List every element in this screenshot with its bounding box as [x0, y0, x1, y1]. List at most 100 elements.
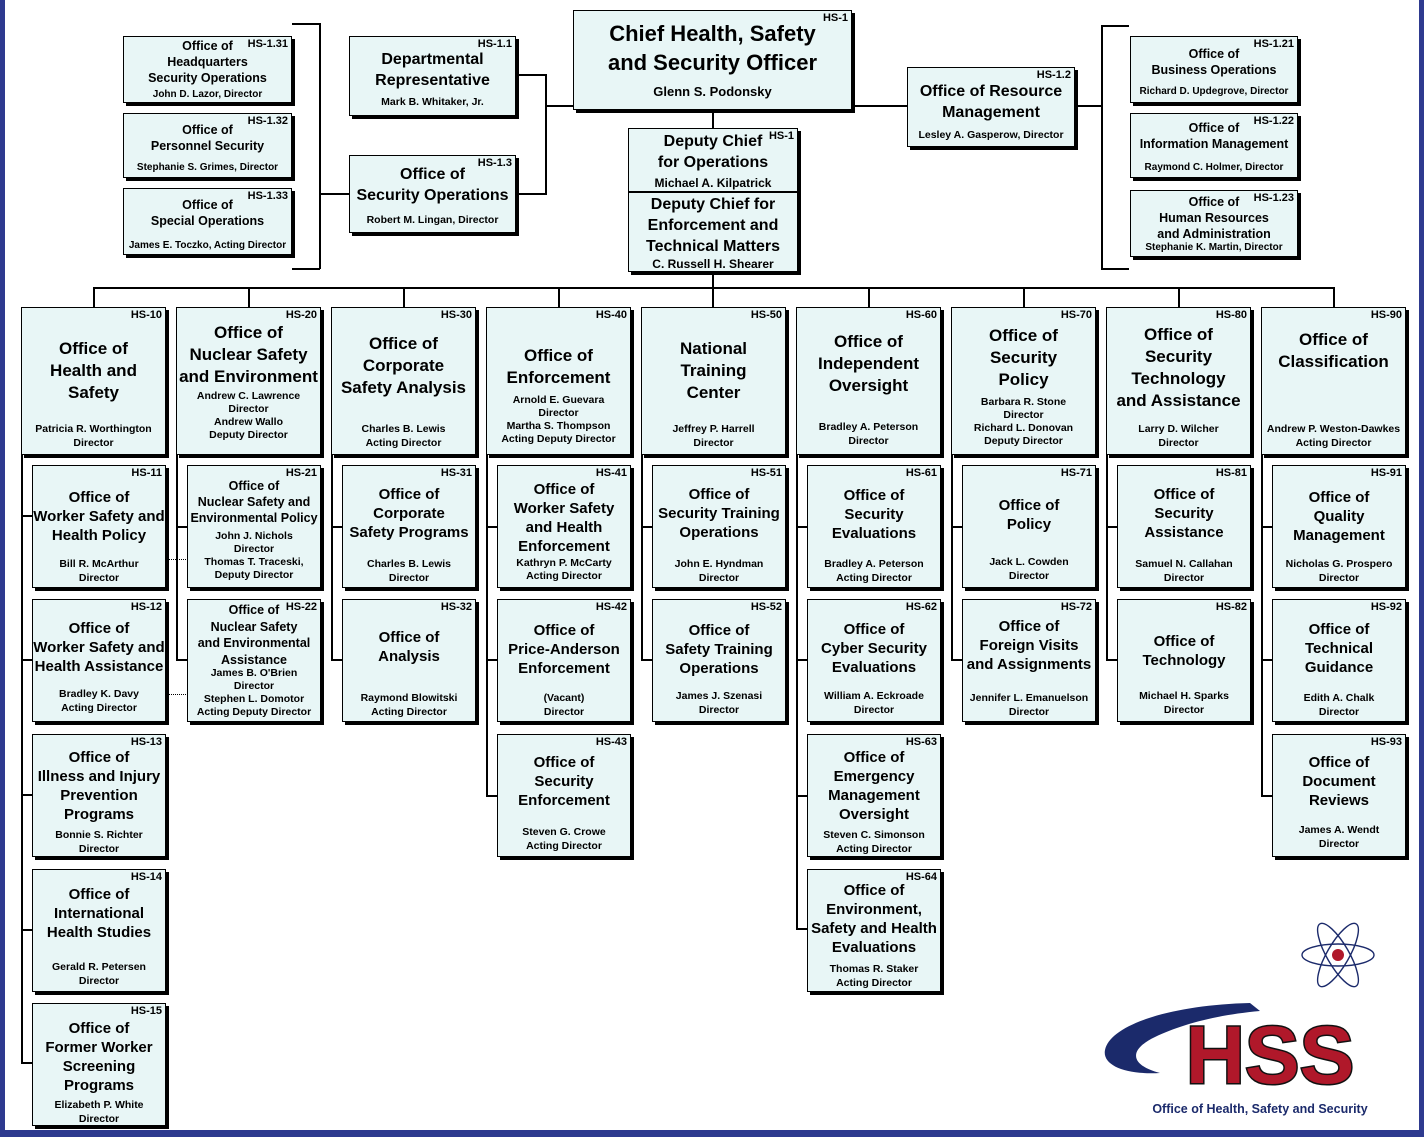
org-code: HS-1: [822, 12, 848, 24]
box-title: Office of Corporate Safety Programs: [349, 486, 469, 541]
box-title: Office of Technical Guidance: [1304, 621, 1374, 676]
hs-1-31-box: HS-1.31 Office of Headquarters Security …: [123, 36, 292, 103]
box-person: Kathryn P. McCarty Acting Director: [516, 557, 612, 582]
deputy-enf-title: Deputy Chief for Enforcement and Technic…: [646, 196, 780, 255]
box-person: Jeffrey P. Harrell Director: [672, 423, 755, 449]
org-code: HS-15: [130, 1005, 162, 1017]
deputy-ops-title: Deputy Chief for Operations: [657, 133, 769, 171]
deputy-enf-person: C. Russell H. Shearer: [652, 257, 774, 271]
box-title: Office of Security Enforcement: [518, 754, 610, 809]
box-title: Office of Worker Safety and Health Enfor…: [513, 481, 615, 555]
org-code: HS-50: [750, 309, 782, 321]
box-person: Raymond C. Holmer, Director: [1144, 162, 1284, 173]
org-code: HS-51: [750, 467, 782, 479]
org-code: HS-81: [1215, 467, 1247, 479]
box-title: Departmental Representative: [375, 51, 490, 89]
org-code: HS-1.1: [477, 38, 512, 50]
box-person: James E. Toczko, Acting Director: [128, 240, 287, 251]
org-code: HS-1.23: [1253, 192, 1294, 204]
org-code: HS-1.3: [477, 157, 512, 169]
box-person: Edith A. Chalk Director: [1303, 692, 1375, 718]
hs-14-box: HS-14 Office of International Health Stu…: [32, 869, 166, 992]
box-title: Office of Security Operations: [356, 166, 509, 204]
org-code: HS-1.22: [1253, 115, 1294, 127]
box-title: Office of Security Evaluations: [831, 487, 917, 542]
box-person: Samuel N. Callahan Director: [1135, 558, 1233, 584]
hs-21-box: HS-21 Office of Nuclear Safety and Envir…: [187, 465, 321, 588]
box-title: Office of Health and Safety: [50, 339, 137, 402]
box-person: (Vacant) Director: [543, 692, 585, 718]
org-code: HS-90: [1370, 309, 1402, 321]
box-person: Nicholas G. Prospero Director: [1285, 558, 1393, 584]
box-title: Office of Technology: [1142, 633, 1226, 669]
box-title: Office of Illness and Injury Prevention …: [37, 749, 161, 823]
box-title: Office of Document Reviews: [1302, 754, 1376, 809]
org-code: HS-31: [440, 467, 472, 479]
hs-1-32-box: HS-1.32 Office of Personnel Security Ste…: [123, 113, 292, 178]
org-code: HS-43: [595, 736, 627, 748]
box-person: Charles B. Lewis Acting Director: [361, 423, 446, 449]
hs-30-box: HS-30 Office of Corporate Safety Analysi…: [331, 307, 476, 455]
hs-1-22-box: HS-1.22 Office of Information Management…: [1130, 113, 1298, 178]
box-title: Office of International Health Studies: [46, 886, 152, 941]
box-title: Office of Corporate Safety Analysis: [340, 334, 467, 397]
hs-15-box: HS-15 Office of Former Worker Screening …: [32, 1003, 166, 1126]
box-title: Office of Worker Safety and Health Polic…: [33, 489, 165, 544]
org-code: HS-80: [1215, 309, 1247, 321]
chief-officer-box: HS-1 Chief Health, Safety and Security O…: [573, 10, 852, 110]
box-person: Charles B. Lewis Director: [366, 558, 452, 584]
box-title: Office of Nuclear Safety and Environment…: [197, 603, 311, 667]
box-person: Thomas R. Staker Acting Director: [829, 963, 919, 989]
hs-1-2-box: HS-1.2 Office of Resource Management Les…: [907, 67, 1075, 147]
hs-62-box: HS-62 Office of Cyber Security Evaluatio…: [807, 599, 941, 722]
logo-swoosh: [1104, 1003, 1260, 1074]
org-code: HS-11: [131, 467, 162, 479]
box-person: John D. Lazor, Director: [152, 89, 263, 100]
org-code: HS-1.33: [247, 190, 288, 202]
box-title: Chief Health, Safety and Security Office…: [607, 21, 818, 75]
hs-92-box: HS-92 Office of Technical Guidance Edith…: [1272, 599, 1406, 722]
box-title: Office of Analysis: [378, 629, 440, 665]
org-code: HS-72: [1060, 601, 1092, 613]
box-title: Office of Nuclear Safety and Environment…: [190, 479, 318, 525]
hs-22-box: HS-22 Office of Nuclear Safety and Envir…: [187, 599, 321, 722]
box-person: William A. Eckroade Director: [824, 690, 924, 716]
hs-60-box: HS-60 Office of Independent Oversight Br…: [796, 307, 941, 455]
org-code: HS-93: [1370, 736, 1402, 748]
org-code: HS-12: [130, 601, 162, 613]
box-person: Richard D. Updegrove, Director: [1139, 86, 1289, 97]
box-person: Bill R. McArthur Director: [59, 558, 139, 584]
box-person: Lesley A. Gasperow, Director: [918, 129, 1064, 141]
hs-61-box: HS-61 Office of Security Evaluations Bra…: [807, 465, 941, 588]
hs-51-box: HS-51 Office of Security Training Operat…: [652, 465, 786, 588]
org-code: HS-92: [1370, 601, 1402, 613]
box-person: Barbara R. Stone Director Richard L. Don…: [973, 396, 1074, 447]
hs-1-1-box: HS-1.1 Departmental Representative Mark …: [349, 36, 516, 116]
hs-90-box: HS-90 Office of Classification Andrew P.…: [1261, 307, 1406, 455]
box-title: Office of Former Worker Screening Progra…: [45, 1020, 153, 1094]
hs-1-21-box: HS-1.21 Office of Business Operations Ri…: [1130, 36, 1298, 103]
box-title: Office of Enforcement: [506, 346, 611, 387]
logo-letters: HSS: [1186, 1010, 1355, 1101]
box-title: Office of Security Policy: [989, 326, 1058, 389]
org-code: HS-61: [905, 467, 937, 479]
box-title: Office of Foreign Visits and Assignments: [966, 618, 1092, 673]
org-code: HS-64: [905, 871, 937, 883]
atom-icon: [1301, 922, 1375, 988]
hs-41-box: HS-41 Office of Worker Safety and Health…: [497, 465, 631, 588]
org-code: HS-63: [905, 736, 937, 748]
box-person: Steven G. Crowe Acting Director: [522, 826, 606, 852]
hs-42-box: HS-42 Office of Price-Anderson Enforceme…: [497, 599, 631, 722]
hs-91-box: HS-91 Office of Quality Management Nicho…: [1272, 465, 1406, 588]
box-person: Patricia R. Worthington Director: [35, 423, 152, 449]
box-title: Office of Environment, Safety and Health…: [811, 882, 937, 956]
box-person: John J. Nichols Director Thomas T. Trace…: [204, 530, 304, 581]
hs-1-3-box: HS-1.3 Office of Security Operations Rob…: [349, 155, 516, 233]
box-title: Office of Quality Management: [1293, 489, 1385, 544]
box-title: Office of Resource Management: [919, 83, 1063, 121]
org-code: HS-70: [1060, 309, 1092, 321]
box-title: Office of Headquarters Security Operatio…: [148, 39, 267, 85]
org-code: HS-22: [285, 601, 317, 613]
hs-93-box: HS-93 Office of Document Reviews James A…: [1272, 734, 1406, 857]
